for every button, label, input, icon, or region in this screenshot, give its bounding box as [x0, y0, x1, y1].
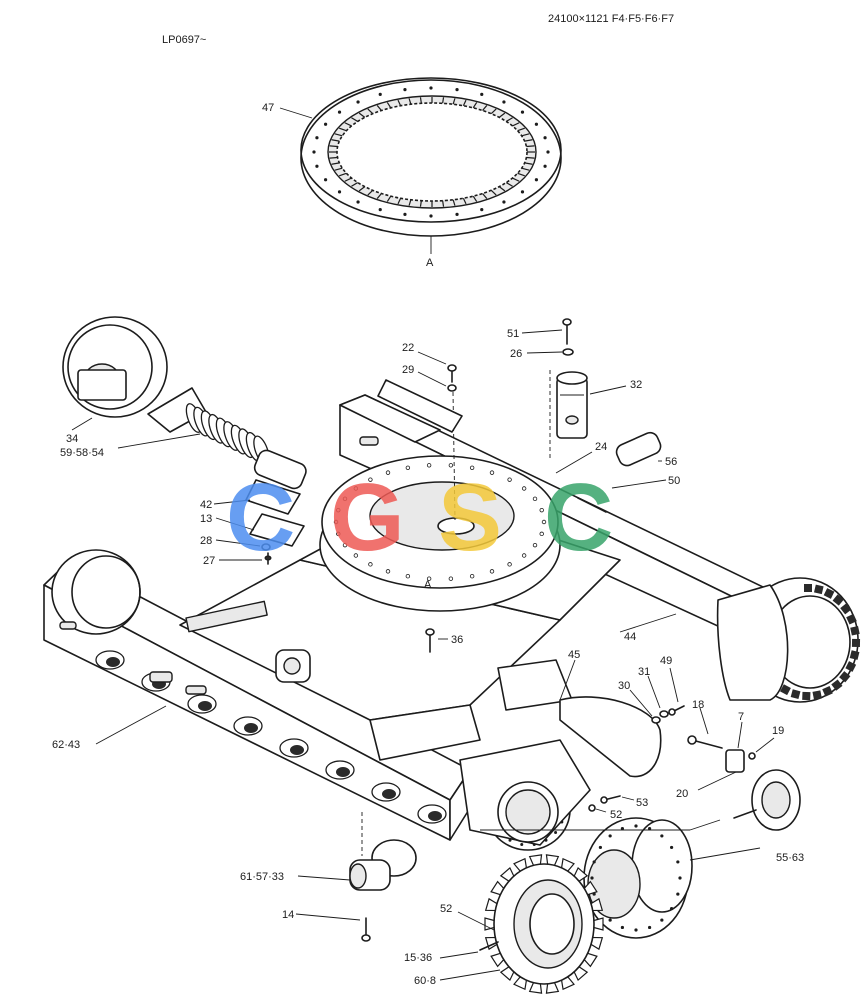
callout-52-lower: 52 — [440, 903, 452, 915]
front-idler-assembly — [62, 316, 207, 433]
callout-49: 49 — [660, 655, 672, 667]
bolt-51 — [562, 318, 572, 345]
swing-bearing-ring — [300, 77, 562, 237]
drawing-code-right: 24100×1121 F4·F5·F6·F7 — [548, 13, 674, 25]
washer-28 — [261, 543, 271, 551]
section-mark-bottom: A — [424, 579, 432, 591]
bolt-22 — [447, 364, 457, 383]
watermark-letter-c2: C — [544, 464, 613, 571]
callout-27: 27 — [203, 555, 215, 567]
washer-29 — [447, 384, 457, 392]
callout-13: 13 — [200, 513, 212, 525]
callout-24: 24 — [595, 441, 607, 453]
bolt-50 — [577, 497, 607, 513]
watermark-letter-c1: C — [226, 464, 295, 571]
drawing-code-left: LP0697~ — [162, 34, 206, 46]
travel-motor-shaft — [733, 769, 801, 831]
callout-15-36: 15·36 — [404, 952, 432, 964]
callout-19: 19 — [772, 725, 784, 737]
callout-26: 26 — [510, 348, 522, 360]
callout-7: 7 — [738, 711, 744, 723]
track-frame — [43, 394, 861, 851]
callout-32: 32 — [630, 379, 642, 391]
callout-59-58-54: 59·58·54 — [60, 447, 104, 459]
hose-fitting — [275, 649, 311, 683]
bracket-7 — [725, 749, 745, 773]
callout-62-43: 62·43 — [52, 739, 80, 751]
callout-28: 28 — [200, 535, 212, 547]
bolt-18 — [687, 735, 723, 749]
final-drive — [583, 817, 693, 939]
watermark-letter-g: G — [330, 464, 405, 571]
washer-26 — [562, 348, 574, 356]
grease-cylinder-56 — [615, 431, 662, 467]
callout-18: 18 — [692, 699, 704, 711]
callout-31: 31 — [638, 666, 650, 678]
bolt-36 — [425, 628, 435, 653]
callout-34: 34 — [66, 433, 78, 445]
washer-52 — [588, 804, 596, 812]
bolt-15 — [479, 941, 499, 951]
callout-22: 22 — [402, 342, 414, 354]
callout-50: 50 — [668, 475, 680, 487]
callout-56: 56 — [665, 456, 677, 468]
callout-45: 45 — [568, 649, 580, 661]
callout-14: 14 — [282, 909, 294, 921]
callout-51: 51 — [507, 328, 519, 340]
bolt-49 — [668, 705, 685, 716]
lower-roller — [349, 839, 417, 891]
callout-30: 30 — [618, 680, 630, 692]
plug-19 — [748, 752, 756, 760]
watermark: C G S C — [226, 464, 613, 571]
washer-31 — [659, 710, 669, 718]
callout-55-63: 55·63 — [776, 852, 804, 864]
reducer-cover-45 — [497, 659, 662, 778]
callout-29: 29 — [402, 364, 414, 376]
callout-53: 53 — [636, 797, 648, 809]
drive-sprocket — [484, 854, 604, 994]
callout-44: 44 — [624, 631, 636, 643]
washer-30 — [651, 716, 661, 724]
callout-61-57-33: 61·57·33 — [240, 871, 284, 883]
watermark-letter-s: S — [438, 464, 502, 571]
section-mark-top: A — [426, 257, 434, 269]
bolt-53 — [600, 795, 621, 804]
callout-52-upper: 52 — [610, 809, 622, 821]
bolt-27 — [264, 552, 272, 565]
callout-47: 47 — [262, 102, 274, 114]
bolt-14 — [361, 917, 371, 942]
callout-36: 36 — [451, 634, 463, 646]
center-swivel-joint — [549, 370, 588, 460]
callout-42: 42 — [200, 499, 212, 511]
callout-20: 20 — [676, 788, 688, 800]
callout-60-8: 60·8 — [414, 975, 436, 987]
recoil-spring — [185, 403, 307, 490]
cover-plate-42 — [245, 479, 305, 547]
